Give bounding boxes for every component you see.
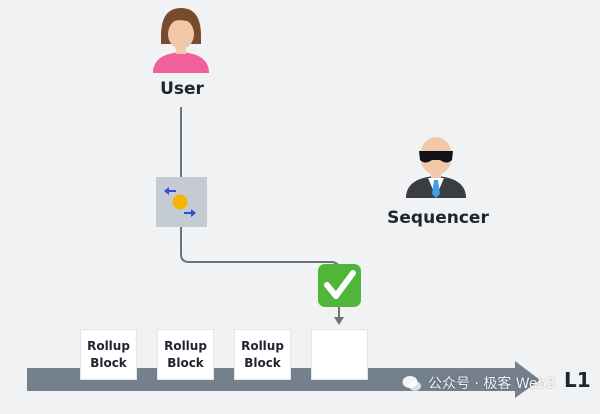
- watermark-text: 公众号 · 极客 Web3: [428, 376, 556, 392]
- sunglasses-icon: [419, 151, 453, 163]
- user-label: User: [160, 79, 204, 99]
- user-shirt: [153, 52, 209, 73]
- sequencer-icon: [406, 137, 466, 198]
- block-line-1: Rollup: [241, 338, 284, 353]
- user-face: [168, 19, 194, 49]
- coin-icon: [172, 194, 188, 210]
- user-icon: [153, 8, 209, 73]
- wechat-icon: [402, 375, 421, 391]
- sequencer-label: Sequencer: [387, 208, 489, 228]
- rollup-block: Rollup Block: [80, 329, 137, 380]
- check-mark-icon: [318, 264, 361, 307]
- pending-rollup-block: [311, 329, 368, 380]
- block-line-2: Block: [244, 355, 281, 370]
- block-line-1: Rollup: [164, 338, 207, 353]
- watermark: 公众号 · 极客 Web3: [402, 372, 555, 394]
- l1-label: L1: [564, 368, 591, 392]
- block-line-2: Block: [90, 355, 127, 370]
- user-bangs: [167, 15, 195, 27]
- rollup-block: Rollup Block: [234, 329, 291, 380]
- transaction-icon: [156, 177, 207, 227]
- block-line-2: Block: [167, 355, 204, 370]
- down-arrow-head: [334, 317, 344, 325]
- tx-to-check-line: [180, 227, 340, 283]
- block-line-1: Rollup: [87, 338, 130, 353]
- rollup-block: Rollup Block: [157, 329, 214, 380]
- sequencer-tie: [432, 180, 440, 198]
